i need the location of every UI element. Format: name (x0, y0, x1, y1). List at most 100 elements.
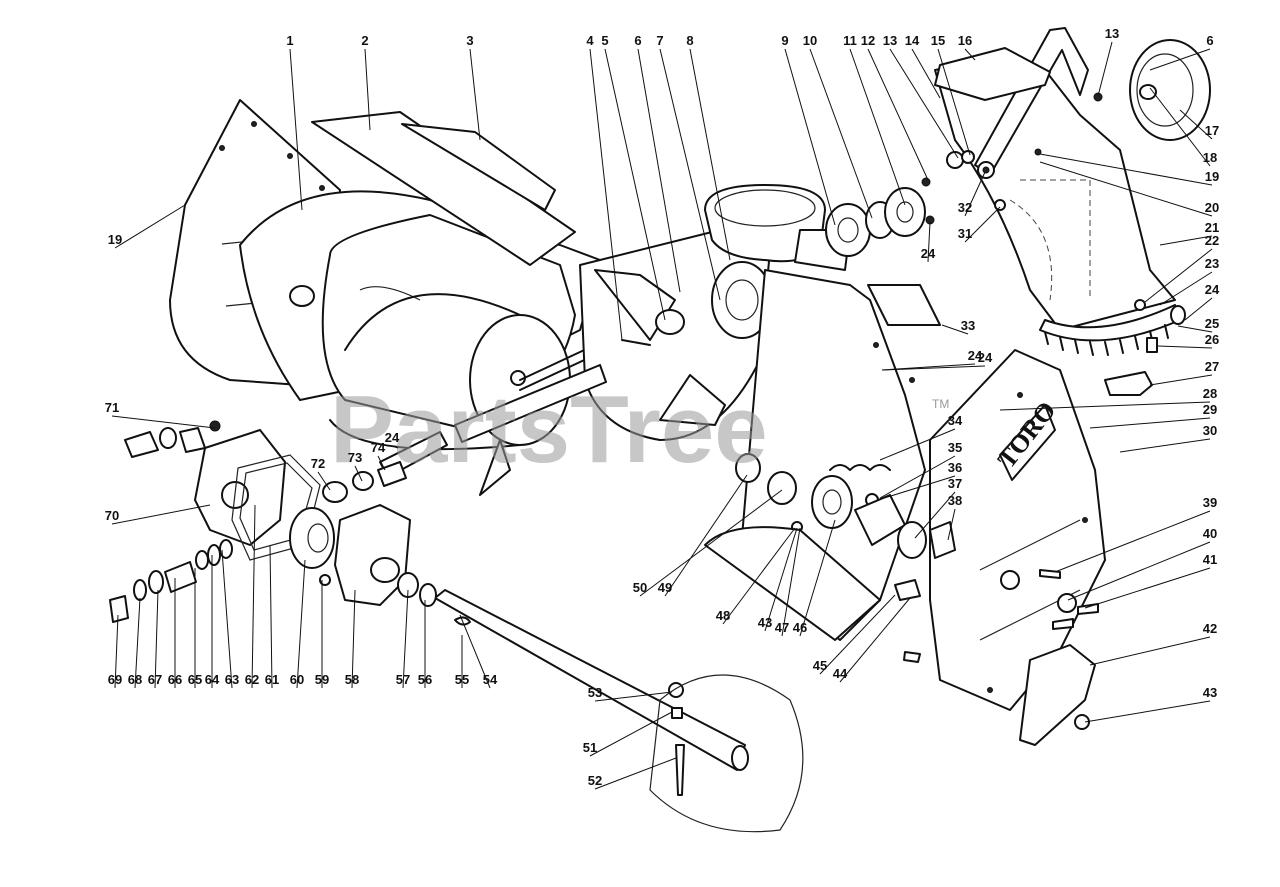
leader-line-62 (251, 504, 256, 689)
deflector-handle (974, 27, 1089, 179)
leader-line-71 (111, 415, 216, 429)
callout-66: 66 (168, 672, 182, 687)
callout-24: 24 (1205, 282, 1220, 297)
callout-13: 13 (883, 33, 897, 48)
callout-67: 67 (148, 672, 162, 687)
callout-43: 43 (1203, 685, 1217, 700)
callout-55: 55 (455, 672, 469, 687)
chute-base-collar (704, 184, 851, 271)
leader-line-10 (809, 48, 873, 219)
callout-6: 6 (1206, 33, 1213, 48)
leader-line-36 (877, 475, 956, 501)
callout-60: 60 (290, 672, 304, 687)
callout-68: 68 (128, 672, 142, 687)
leader-line-24 (927, 221, 931, 263)
callout-71: 71 (105, 400, 119, 415)
callout-17: 17 (1205, 123, 1219, 138)
leader-line-45 (819, 594, 896, 675)
leader-line-46 (799, 519, 836, 637)
callout-69: 69 (108, 672, 122, 687)
leader-line-25 (1177, 325, 1213, 333)
callout-34: 34 (948, 413, 963, 428)
callout-26: 26 (1205, 332, 1219, 347)
bearing-stack (825, 177, 935, 257)
leader-line-72 (317, 471, 331, 491)
leader-line-22 (1144, 248, 1213, 303)
leader-line-11 (849, 48, 906, 206)
leader-line-73 (354, 465, 363, 482)
gear-case-bushings (124, 427, 437, 607)
skid-shoe (1019, 644, 1096, 746)
callout-73: 73 (348, 450, 362, 465)
callout-56: 56 (418, 672, 432, 687)
callout-65: 65 (188, 672, 202, 687)
leader-line-34 (879, 428, 956, 461)
leader-line-39 (1054, 510, 1211, 573)
callout-74: 74 (371, 440, 386, 455)
leader-line-68 (134, 597, 141, 689)
callout-33: 33 (961, 318, 975, 333)
callout-20: 20 (1205, 200, 1219, 215)
leader-line-44 (839, 597, 911, 683)
callout-24: 24 (968, 348, 983, 363)
callout-39: 39 (1203, 495, 1217, 510)
callout-43: 43 (758, 615, 772, 630)
callout-72: 72 (311, 456, 325, 471)
leader-line-17 (1179, 109, 1213, 140)
callout-51: 51 (583, 740, 597, 755)
leader-line-2 (364, 48, 371, 131)
callout-18: 18 (1203, 150, 1217, 165)
callout-45: 45 (813, 658, 827, 673)
leader-line-23 (1159, 271, 1213, 306)
leader-line-18 (1149, 87, 1211, 167)
callout-2: 2 (361, 33, 368, 48)
callout-52: 52 (588, 773, 602, 788)
callout-13: 13 (1105, 26, 1119, 41)
leader-line-43 (764, 527, 798, 632)
pulley-wheel (1093, 39, 1211, 141)
watermark-trademark: TM (932, 397, 949, 411)
callout-6: 6 (634, 33, 641, 48)
leader-line-74 (377, 455, 386, 471)
leader-line-31 (964, 206, 1001, 243)
callout-62: 62 (245, 672, 259, 687)
leader-line-6 (1149, 48, 1211, 71)
leader-line-6 (637, 48, 681, 293)
auger-shaft (434, 589, 749, 796)
leader-line-42 (1089, 636, 1211, 666)
callout-46: 46 (793, 620, 807, 635)
callout-24: 24 (978, 350, 993, 365)
impeller-assembly (579, 229, 773, 441)
leader-line-67 (154, 589, 159, 689)
decal-33 (867, 284, 941, 326)
drive-gear (289, 507, 335, 569)
callout-24: 24 (385, 430, 400, 445)
callout-63: 63 (225, 672, 239, 687)
watermark-text: PartsTree (330, 376, 768, 483)
leader-line-3 (469, 48, 481, 141)
leader-line-69 (114, 614, 119, 689)
callout-50: 50 (633, 580, 647, 595)
leader-line-28 (999, 401, 1211, 411)
callout-64: 64 (205, 672, 220, 687)
leader-line-9 (784, 48, 836, 226)
leader-line-53 (594, 691, 673, 702)
callout-9: 9 (781, 33, 788, 48)
callout-59: 59 (315, 672, 329, 687)
leader-line-7 (659, 48, 721, 301)
leader-line-54 (459, 614, 491, 689)
callout-1: 1 (286, 33, 293, 48)
bushing-spring-parts (704, 453, 956, 641)
callout-12: 12 (861, 33, 875, 48)
leader-line-52 (594, 757, 677, 790)
callout-70: 70 (105, 508, 119, 523)
deflector-cap (934, 47, 1051, 101)
callout-35: 35 (948, 440, 962, 455)
leader-line-35 (879, 455, 956, 499)
leader-line-24 (881, 365, 986, 371)
callout-61: 61 (265, 672, 279, 687)
leader-line-20 (1039, 161, 1213, 217)
